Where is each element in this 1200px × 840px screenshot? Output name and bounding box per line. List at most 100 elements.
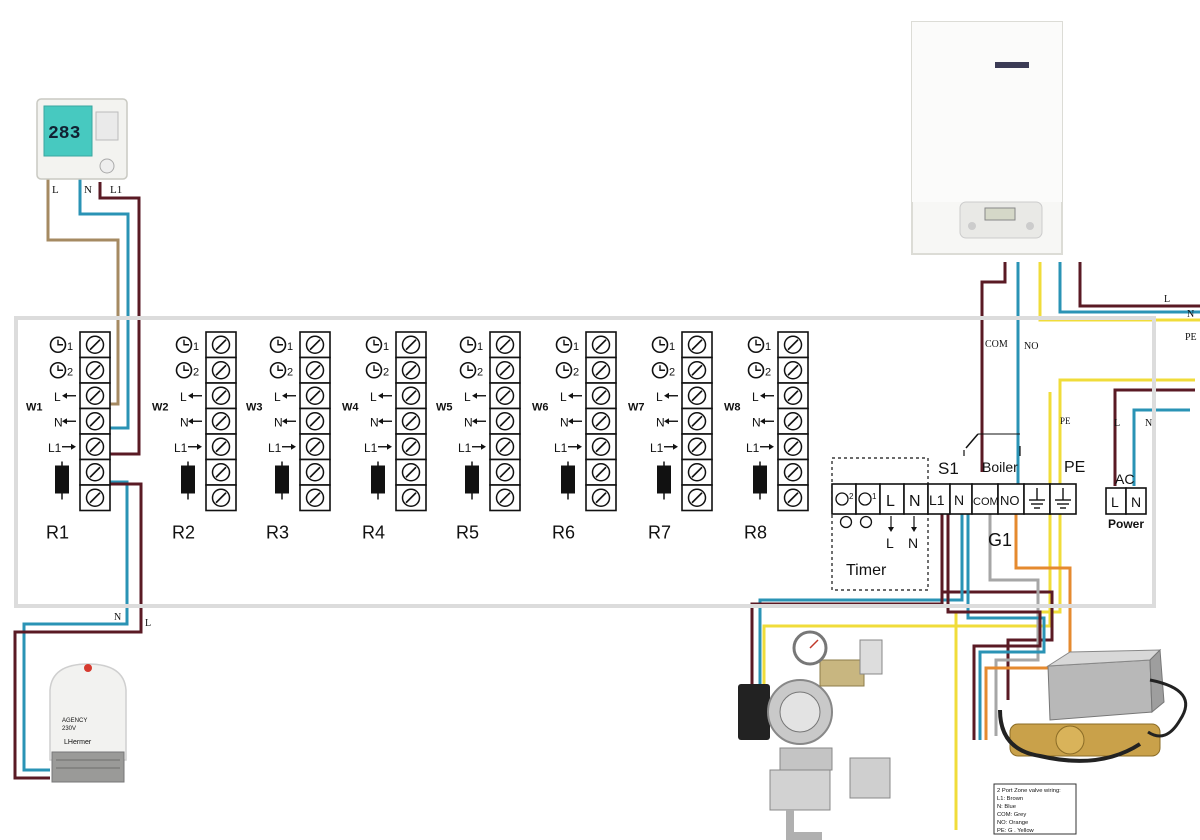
valve-orange-wire <box>984 510 1072 740</box>
valve-blue-wire <box>966 510 1046 740</box>
actuator-l-wire <box>13 482 143 780</box>
valve-grey-wire <box>988 510 1040 736</box>
timer-clock-2-icon <box>835 492 849 506</box>
clock-1-icon <box>747 336 765 354</box>
terminal-label-l: L <box>370 390 377 404</box>
terminal-label-l1: L1 <box>746 441 760 455</box>
actuator-text-1: AGENCY <box>62 718 87 724</box>
terminal-label-n: N <box>54 415 63 429</box>
terminal-label-n: N <box>180 415 189 429</box>
legend-line-pe: PE: G . Yellow <box>997 828 1035 834</box>
boiler-logo <box>995 62 1029 68</box>
terminal-label-l1: L1 <box>554 441 568 455</box>
terminal-label-l: L <box>274 390 281 404</box>
terminal-label-l1: L1 <box>48 441 62 455</box>
clock-2-icon <box>175 361 193 379</box>
clock-1-icon <box>49 336 67 354</box>
boiler-l-wire <box>1078 262 1200 308</box>
switch-l1-terminal: L1 <box>929 492 945 508</box>
terminal-label-n: N <box>752 415 761 429</box>
thermostat-n-label: N <box>84 184 92 196</box>
zone-valve <box>998 648 1188 763</box>
power-label: Power <box>1108 517 1144 531</box>
clock-2-digit: 2 <box>287 366 293 378</box>
relay-coil-icon <box>371 465 385 494</box>
timer-label: Timer <box>846 562 887 579</box>
clock-1-digit: 1 <box>193 341 199 353</box>
clock-2-digit: 2 <box>67 366 73 378</box>
boiler-n-wire <box>1058 262 1200 314</box>
timer-clock-1-icon <box>858 492 872 506</box>
terminal-label-n: N <box>656 415 665 429</box>
power-wire-l-label: L <box>1114 418 1120 429</box>
switch-no-terminal: NO <box>1000 493 1020 508</box>
thermostat-l1-label: L1 <box>110 184 122 196</box>
boiler-unit <box>911 21 1063 255</box>
clock-2-icon <box>49 361 67 379</box>
power-l-terminal: L <box>1111 494 1119 510</box>
clock-2-digit: 2 <box>477 366 483 378</box>
earth-icon <box>1029 488 1045 509</box>
power-n-wire <box>1132 408 1190 486</box>
clock-1-icon <box>175 336 193 354</box>
relay-coil-icon <box>55 465 69 494</box>
switch-n-terminal: N <box>954 492 964 508</box>
zone-relay-label: R8 <box>744 523 767 543</box>
timer-clock-2-icon-lower <box>839 515 853 529</box>
timer-n-terminal: N <box>909 493 921 510</box>
legend-line-no: NO: Orange <box>997 820 1028 826</box>
zone-relay-label: R7 <box>648 523 671 543</box>
g1-label: G1 <box>988 530 1012 550</box>
s1-label: S1 <box>938 459 959 478</box>
clock-2-icon <box>555 361 573 379</box>
clock-2-digit: 2 <box>193 366 199 378</box>
clock-1-digit: 1 <box>765 341 771 353</box>
clock-1-digit: 1 <box>669 341 675 353</box>
power-wire-n-label: N <box>1145 418 1152 429</box>
thermostat-button[interactable] <box>99 158 115 174</box>
terminal-label-l: L <box>656 390 663 404</box>
zone-wire-label: W3 <box>246 402 263 414</box>
boiler-com-label: COM <box>985 339 1008 350</box>
terminal-label-n: N <box>560 415 569 429</box>
boiler-switch-block: S1 Boiler PE L1 N COM NO G1 <box>927 433 1085 550</box>
zone-wire-label: W2 <box>152 402 169 414</box>
boiler-display <box>984 207 1016 221</box>
boiler-pe-label: PE <box>1185 332 1197 343</box>
boiler-knob-right[interactable] <box>1026 222 1034 230</box>
boiler-knob-left[interactable] <box>968 222 976 230</box>
thermostat-l1-wire <box>98 182 141 456</box>
actuator-l-label: L <box>145 618 151 629</box>
clock-2-digit: 2 <box>573 366 579 378</box>
clock-2-icon <box>459 361 477 379</box>
relay-coil-icon <box>465 465 479 494</box>
pe-label: PE <box>1064 459 1085 476</box>
clock-2-digit: 2 <box>765 366 771 378</box>
switch-com-terminal: COM <box>973 496 999 508</box>
clock-1-digit: 1 <box>477 341 483 353</box>
relay-coil-icon <box>753 465 767 494</box>
terminal-label-l: L <box>54 390 61 404</box>
zone-relay-label: R3 <box>266 523 289 543</box>
clock-2-icon <box>365 361 383 379</box>
terminal-label-l: L <box>464 390 471 404</box>
pe-wire-label: PE <box>1060 416 1071 426</box>
zone-relay-label: R4 <box>362 523 385 543</box>
terminal-label-l: L <box>560 390 567 404</box>
earth-icon-2 <box>1055 488 1071 509</box>
power-n-terminal: N <box>1131 494 1141 510</box>
clock-1-icon <box>651 336 669 354</box>
zone-wire-label: W1 <box>26 402 43 414</box>
zone-relay-label: R6 <box>552 523 575 543</box>
zone-wire-label: W8 <box>724 402 741 414</box>
relay-coil-icon <box>561 465 575 494</box>
clock-1-digit: 1 <box>573 341 579 353</box>
terminal-label-l1: L1 <box>650 441 664 455</box>
zone-relay-label: R5 <box>456 523 479 543</box>
boiler-n-label: N <box>1187 309 1194 320</box>
terminal-label-l: L <box>180 390 187 404</box>
